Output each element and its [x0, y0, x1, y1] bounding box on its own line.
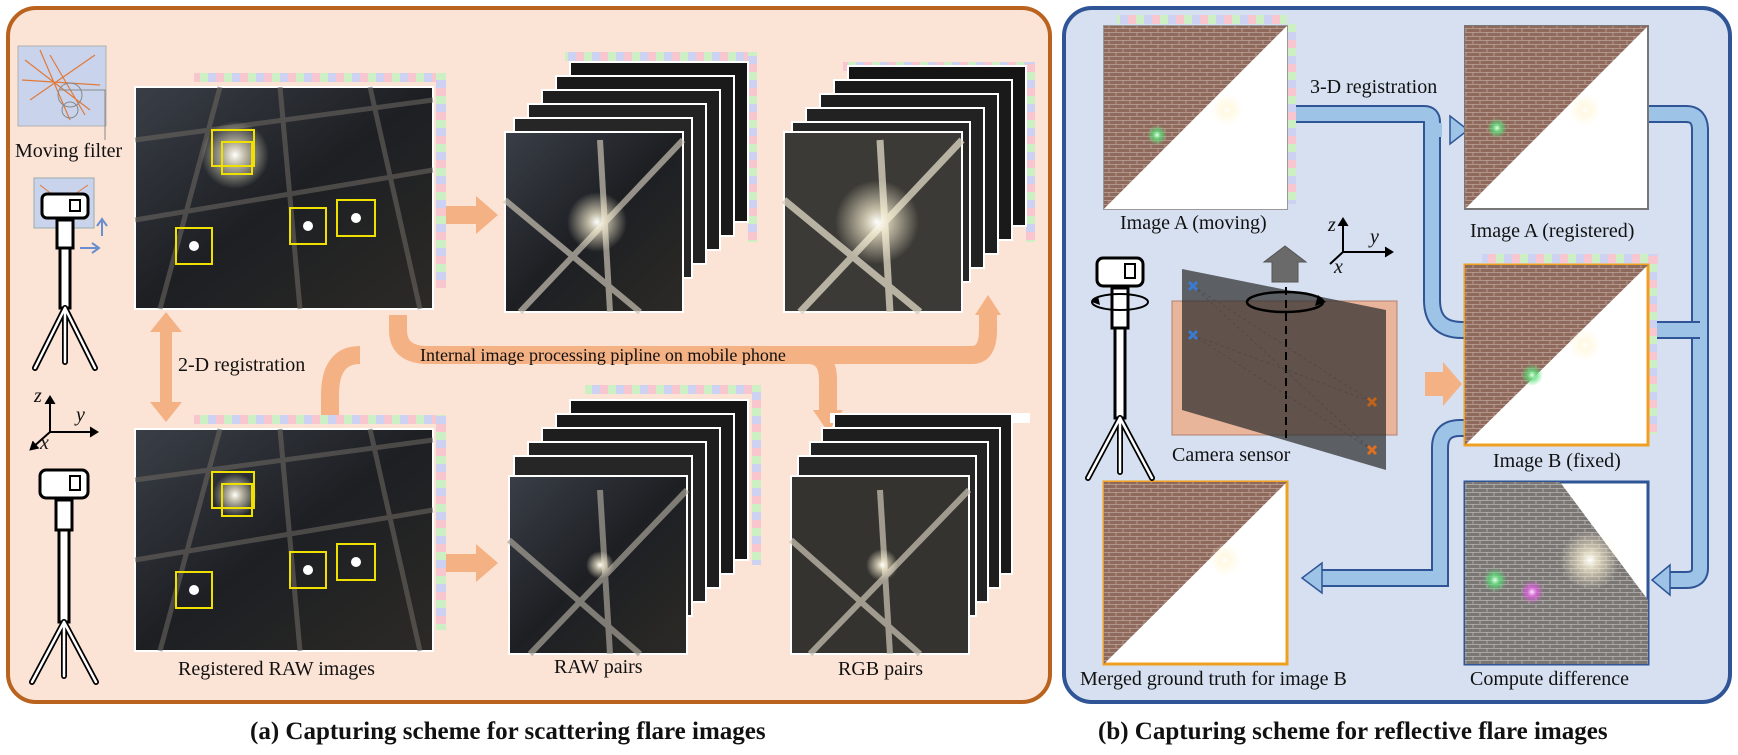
axes-icon-a: [29, 395, 99, 451]
axis-z-label-a: z: [34, 385, 42, 407]
camera-sensor-label: Camera sensor: [1172, 444, 1291, 466]
image-b-fixed: [1463, 254, 1658, 447]
raw-image-top: [134, 73, 446, 310]
axes-icon-b: [1329, 217, 1394, 265]
rgb-pairs-stack: [789, 413, 1030, 657]
axis-x-label-b: x: [1334, 256, 1343, 278]
image-a-registered-label: Image A (registered): [1470, 220, 1635, 242]
raw-pairs-stack: [507, 385, 761, 657]
image-a-moving: [1103, 15, 1296, 210]
tripod-phone-icon: [29, 468, 99, 685]
highlight-box: [221, 141, 253, 175]
merged-ground-truth-image: [1102, 480, 1289, 666]
raw-pairs-label: RAW pairs: [554, 656, 643, 678]
highlight-box: [289, 551, 327, 589]
two-d-registration-label: 2-D registration: [178, 354, 306, 376]
registration-double-arrow: [150, 312, 182, 422]
highlight-box: [336, 199, 376, 237]
highlight-box: [211, 471, 255, 509]
merged-ground-truth-label: Merged ground truth for image B: [1080, 668, 1347, 690]
moving-filter-label: Moving filter: [15, 140, 123, 162]
axis-y-label-b: y: [1370, 226, 1379, 248]
axis-z-label-b: z: [1328, 214, 1336, 236]
raw-image-bottom: [134, 415, 446, 652]
highlight-box: [221, 483, 253, 517]
registered-raw-label: Registered RAW images: [178, 658, 375, 680]
arrow-to-scatter-stack-top: [446, 196, 498, 234]
tripod-phone-with-filter-icon: [32, 177, 108, 371]
moving-filter-icon: [17, 45, 107, 140]
highlight-box: [175, 227, 213, 265]
tripod-phone-rotating-icon: [1085, 256, 1155, 481]
camera-sensor-planes: [1171, 245, 1398, 470]
pipeline-label: Internal image processing pipline on mob…: [420, 345, 786, 365]
compute-difference-label: Compute difference: [1470, 668, 1630, 690]
axis-x-label-a: x: [40, 432, 49, 454]
highlight-box: [289, 207, 327, 245]
image-a-moving-label: Image A (moving): [1120, 212, 1267, 234]
highlight-box: [336, 543, 376, 581]
rgb-stack-top: [781, 62, 1035, 315]
highlight-box: [211, 129, 255, 167]
image-b-fixed-label: Image B (fixed): [1493, 450, 1621, 472]
caption-a: (a) Capturing scheme for scattering flar…: [250, 718, 766, 745]
three-d-registration-label: 3-D registration: [1310, 76, 1438, 98]
raw-stack-top: [503, 52, 757, 315]
compute-difference-image: [1463, 480, 1650, 666]
caption-b: (b) Capturing scheme for reflective flar…: [1098, 718, 1608, 745]
arrow-into-image-b: [1425, 362, 1462, 406]
arrow-to-raw-pairs: [446, 544, 498, 582]
rgb-pairs-label: RGB pairs: [838, 658, 923, 680]
image-a-registered: [1464, 25, 1649, 210]
highlight-box: [175, 571, 213, 609]
blue-connectors: [1286, 105, 1709, 597]
pipeline-connector: [321, 295, 1001, 432]
axis-y-label-a: y: [76, 404, 85, 426]
